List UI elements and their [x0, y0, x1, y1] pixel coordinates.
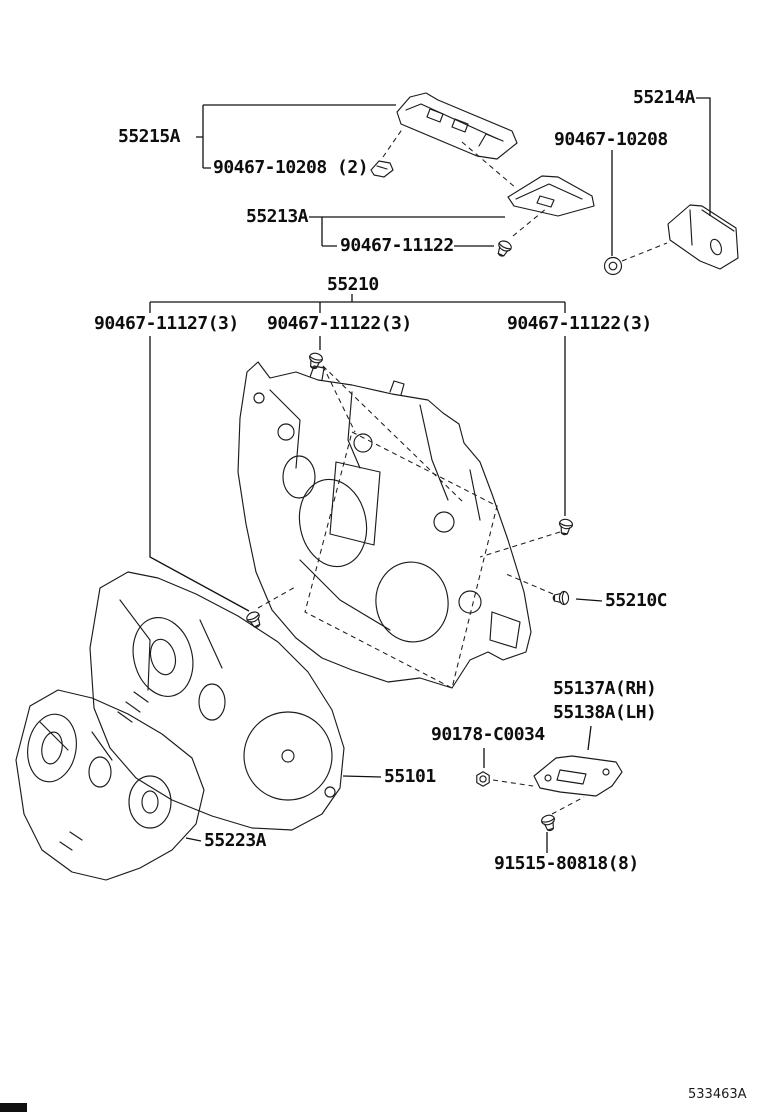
bolt-icon — [244, 609, 265, 631]
part-55210-dash-panel-drawing — [237, 361, 532, 689]
bolt-icon — [557, 517, 574, 537]
callout-55214a[interactable]: 55214A — [633, 87, 696, 108]
callout-90178-c0034[interactable]: 90178-C0034 — [431, 724, 545, 745]
part-55214a-bracket-drawing — [667, 204, 739, 270]
bolt-icon — [539, 813, 558, 833]
callout-55215a[interactable]: 55215A — [118, 126, 181, 147]
figure-number: 533463A — [688, 1087, 747, 1102]
leader-lines — [149, 97, 711, 853]
callout-55210c[interactable]: 55210C — [605, 590, 668, 611]
callout-55210[interactable]: 55210 — [327, 274, 379, 295]
callout-90467-11122[interactable]: 90467-11122 — [340, 235, 454, 256]
part-55101-insulator-drawing — [89, 571, 345, 831]
callout-55137a-rh[interactable]: 55137A(RH) — [553, 678, 657, 699]
grommet-icon — [603, 256, 623, 276]
callout-90467-10208-x2[interactable]: 90467-10208 (2) — [213, 157, 369, 178]
callout-90467-11122-x3-a[interactable]: 90467-11122(3) — [267, 313, 412, 334]
part-55215a-cowl-panel-drawing — [396, 92, 518, 160]
callout-91515-80818-x8[interactable]: 91515-80818(8) — [494, 853, 639, 874]
page-corner-mark — [0, 1103, 27, 1112]
part-55223a-insulator-drawing — [15, 689, 205, 881]
callout-90467-11122-x3-b[interactable]: 90467-11122(3) — [507, 313, 652, 334]
callout-55213a[interactable]: 55213A — [246, 206, 309, 227]
callout-90467-11127-x3[interactable]: 90467-11127(3) — [94, 313, 239, 334]
callout-90467-10208[interactable]: 90467-10208 — [554, 129, 668, 150]
callout-55223a[interactable]: 55223A — [204, 830, 267, 851]
projection-lines — [257, 127, 668, 815]
callout-55101[interactable]: 55101 — [384, 766, 436, 787]
bolt-icon — [552, 590, 570, 606]
part-55213a-cowl-panel-drawing — [507, 175, 595, 217]
nut-icon — [476, 771, 490, 787]
part-55137a-55138a-bracket-drawing — [533, 755, 623, 797]
clip-90467-10208-drawing — [370, 160, 394, 178]
bolt-icon — [493, 238, 514, 260]
callout-55138a-lh[interactable]: 55138A(LH) — [553, 702, 657, 723]
